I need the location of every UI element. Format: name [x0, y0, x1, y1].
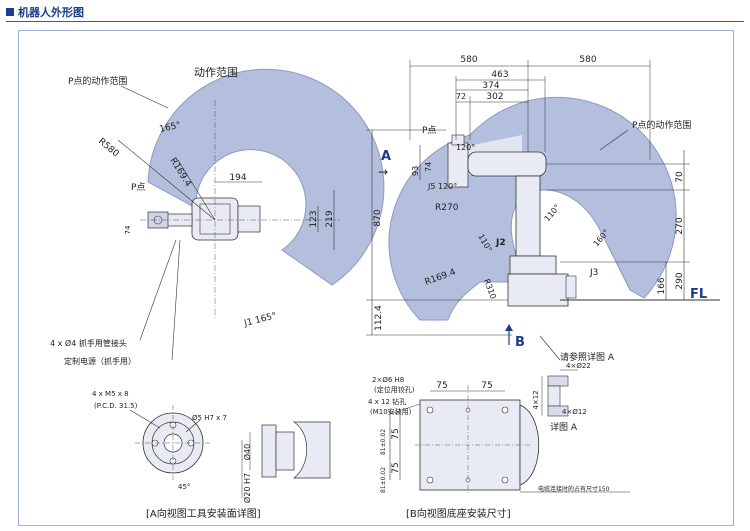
- detail-d12: 4×Ø12: [562, 408, 587, 416]
- b-caption: [B向视图底座安装尺寸]: [406, 507, 511, 520]
- top-j1-165: J1 165°: [242, 311, 277, 329]
- b-pin-note2: (定位用铰孔): [374, 385, 415, 394]
- b-view-base: [389, 385, 630, 495]
- top-r580: R580: [96, 137, 121, 160]
- side-angle-110-right: 110°: [543, 203, 562, 224]
- a-angle-45: 45°: [178, 483, 190, 491]
- top-dim-219: 219: [325, 210, 335, 227]
- b-dim-81b: 81±0.02: [380, 467, 387, 493]
- top-p-range-label: P点的动作范围: [68, 75, 127, 87]
- top-range-area: [147, 68, 385, 286]
- side-dim-374: 374: [482, 81, 499, 91]
- a-dim-d20: Ø20 H7: [242, 473, 252, 503]
- side-view: [366, 60, 720, 361]
- a-m5-note: 4 x M5 x 8: [92, 390, 129, 398]
- a-hole-note: Ø5 H7 x 7: [192, 414, 227, 422]
- top-custom-power: 定制电源（抓手用）: [64, 356, 136, 366]
- top-p-point: P点: [131, 182, 145, 193]
- b-dim-75c: 75: [391, 428, 401, 439]
- diagram-frame: [18, 30, 734, 526]
- side-arrow-a: A: [381, 149, 391, 164]
- detail-a: [541, 369, 578, 417]
- side-dim-302: 302: [486, 92, 503, 102]
- side-dim-166: 166: [657, 277, 667, 294]
- side-j5-120: J5 120°: [427, 182, 457, 191]
- side-dim-70: 70: [675, 171, 685, 183]
- side-fl: FL: [690, 287, 707, 302]
- side-robot-body: [447, 134, 577, 307]
- side-dim-112: 112.4: [374, 305, 384, 331]
- page-title: 机器人外形图: [18, 6, 84, 19]
- top-robot-body: [147, 197, 261, 241]
- side-arrow-b: B: [515, 335, 525, 350]
- side-dim-93: 93: [411, 166, 420, 176]
- title-rule: [6, 21, 744, 22]
- top-view: [117, 68, 385, 361]
- top-view-title: 动作范围: [194, 65, 238, 79]
- b-dim-81a: 81±0.02: [380, 429, 387, 455]
- side-dim-290: 290: [675, 272, 685, 289]
- side-dim-74: 74: [424, 162, 433, 172]
- b-cable-note: 电缆连接时的占有尺寸150: [538, 485, 610, 493]
- top-dim-123: 123: [309, 210, 319, 227]
- b-pin-note: 2×Ø6 H8: [372, 376, 404, 384]
- side-dim-72: 72: [456, 92, 466, 101]
- side-dim-463: 463: [491, 70, 508, 80]
- detail-d22: 4×Ø22: [566, 362, 591, 370]
- title-marker: [6, 8, 14, 16]
- a-dim-d40: Ø40: [242, 444, 252, 460]
- side-dim-580-right: 580: [579, 55, 596, 65]
- b-dim-75a: 75: [436, 381, 447, 391]
- side-angle-120-top: 120°: [456, 143, 475, 152]
- a-view-detail: [129, 405, 331, 498]
- side-r270: R270: [435, 203, 459, 213]
- detail-a-label: 详图 A: [550, 421, 578, 433]
- side-j3: J3: [589, 268, 598, 278]
- b-dim-75d: 75: [391, 462, 401, 473]
- title-bar: 机器人外形图: [6, 4, 84, 20]
- side-arrow-a-glyph: →: [378, 165, 388, 179]
- side-dim-270: 270: [675, 217, 685, 234]
- a-pcd-note: (P.C.D. 31.5): [94, 402, 138, 410]
- side-ref-detail: 请参照详图 A: [560, 351, 615, 363]
- top-gripper-hole: 4 x Ø4 抓手用管接头: [50, 338, 127, 348]
- side-p-point: P点: [422, 125, 436, 136]
- b-tap-note2: (M10安装用): [370, 407, 412, 416]
- a-caption: [A向视图工具安装面详图]: [146, 507, 261, 520]
- top-dim-194: 194: [229, 173, 246, 183]
- top-angle-165: 165°: [159, 121, 182, 135]
- top-dim-74: 74: [124, 225, 132, 234]
- side-p-range-label: P点的动作范围: [632, 119, 691, 131]
- detail-4x12: 4×12: [532, 390, 540, 409]
- b-tap-note: 4 x 12 钻孔: [368, 397, 406, 406]
- b-dim-75b: 75: [481, 381, 492, 391]
- side-dim-870: 870: [373, 209, 383, 226]
- side-dim-580-left: 580: [460, 55, 477, 65]
- side-j2: J2: [495, 238, 506, 248]
